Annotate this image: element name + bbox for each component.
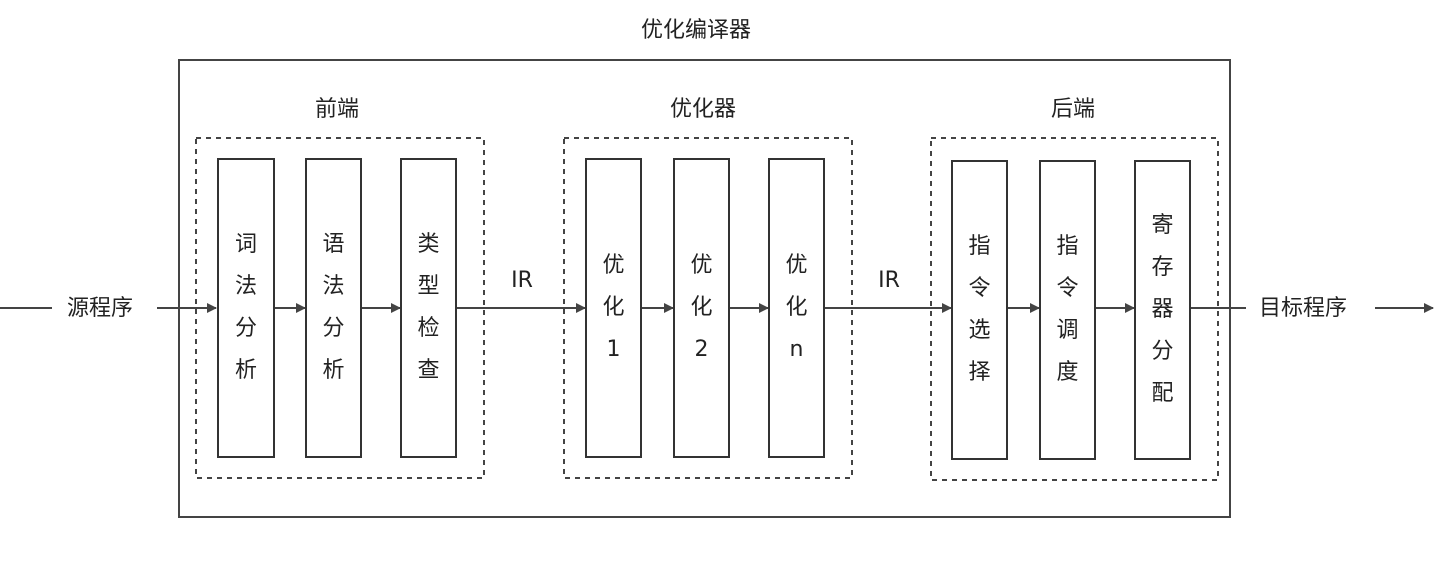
stage-optimization-2: 优化 2 — [673, 158, 730, 458]
stage-label-glyph: 1 — [606, 337, 621, 362]
stage-label-glyph: 词 — [234, 232, 257, 257]
stage-label-glyph: 存 — [1151, 255, 1174, 280]
stage-label-glyph: 析 — [234, 358, 257, 383]
stage-label-glyph: 分 — [322, 316, 345, 341]
stage-label-glyph: 法 — [234, 274, 257, 299]
stage-label: 指令调度 — [1056, 226, 1078, 394]
stage-label-glyph: 择 — [968, 360, 991, 385]
stage-optimization-1: 优化 1 — [585, 158, 642, 458]
stage-label-glyph: 查 — [417, 358, 440, 383]
stage-label-glyph: 指 — [1056, 234, 1079, 259]
stage-label-glyph: 度 — [1056, 360, 1079, 385]
stage-label-glyph: 配 — [1151, 381, 1174, 406]
output-label: 目标程序 — [1259, 296, 1348, 321]
stage-label-glyph: 2 — [694, 337, 709, 362]
ir-label-1: IR — [511, 268, 533, 293]
stage-label-glyph: 令 — [1056, 276, 1079, 301]
stage-register-allocation: 寄存器分配 — [1134, 160, 1191, 460]
stage-instruction-selection: 指令选择 — [951, 160, 1008, 460]
stage-label-glyph: 指 — [968, 234, 991, 259]
stage-label-glyph: 调 — [1056, 318, 1079, 343]
stage-label-glyph: 法 — [322, 274, 345, 299]
stage-label: 指令选择 — [968, 226, 990, 394]
stage-type-checking: 类型检查 — [400, 158, 457, 458]
stage-label-glyph: n — [789, 337, 804, 362]
stage-label-glyph: 检 — [417, 316, 440, 341]
stage-label-glyph: 优 — [602, 253, 625, 278]
stage-label-glyph: 选 — [968, 318, 991, 343]
stage-label: 类型检查 — [417, 224, 439, 392]
stage-label-glyph: 器 — [1151, 297, 1174, 322]
input-label: 源程序 — [67, 296, 134, 321]
stage-lexical-analysis: 词法分析 — [217, 158, 275, 458]
stage-label-glyph: 分 — [1151, 339, 1174, 364]
optimizer-group-box — [563, 137, 853, 479]
stage-label-glyph: 类 — [417, 232, 440, 257]
frontend-group-label: 前端 — [314, 97, 360, 122]
ir-label-2: IR — [878, 268, 900, 293]
stage-label-glyph: 寄 — [1151, 213, 1174, 238]
stage-label: 寄存器分配 — [1151, 205, 1173, 415]
stage-label-glyph: 优 — [785, 253, 808, 278]
stage-label-glyph: 优 — [690, 253, 713, 278]
diagram-title: 优化编译器 — [640, 18, 752, 43]
stage-label: 优化 2 — [690, 245, 712, 371]
stage-label-glyph: 分 — [234, 316, 257, 341]
stage-label-glyph: 化 — [602, 295, 625, 320]
stage-instruction-scheduling: 指令调度 — [1039, 160, 1096, 460]
frontend-group-box — [195, 137, 485, 479]
stage-syntax-analysis: 语法分析 — [305, 158, 362, 458]
stage-label: 语法分析 — [322, 224, 344, 392]
backend-group-label: 后端 — [1050, 97, 1096, 122]
optimizer-group-label: 优化器 — [669, 97, 737, 122]
stage-label: 优化 1 — [602, 245, 624, 371]
stage-label-glyph: 化 — [785, 295, 808, 320]
stage-label-glyph: 令 — [968, 276, 991, 301]
stage-label-glyph: 化 — [690, 295, 713, 320]
stage-label-glyph: 语 — [322, 232, 345, 257]
compiler-outer-box — [178, 59, 1231, 518]
stage-label: 词法分析 — [235, 224, 257, 392]
stage-label-glyph: 析 — [322, 358, 345, 383]
stage-label-glyph: 型 — [417, 274, 440, 299]
backend-group-box — [930, 137, 1219, 481]
